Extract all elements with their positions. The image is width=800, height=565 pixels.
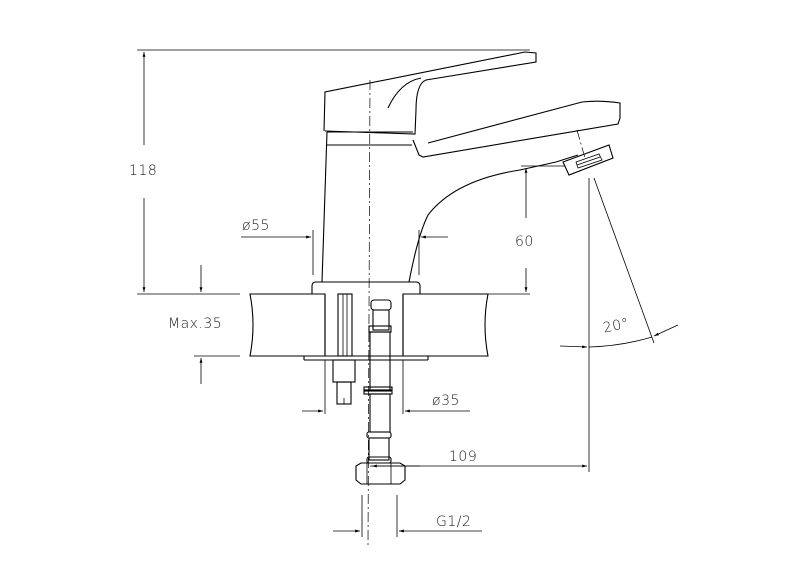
dimension-base-diameter: [241, 230, 448, 275]
label-hole-diameter: ø35: [432, 393, 460, 409]
dimension-spout-clearance: [521, 165, 565, 292]
dimension-spout-reach: [370, 178, 590, 472]
supply-hose: [355, 299, 406, 485]
dimension-spray-angle: [559, 177, 679, 349]
label-spout-clearance: 60: [515, 234, 534, 250]
label-connection-thread: G1/2: [436, 514, 472, 530]
countertop-section: [249, 293, 489, 361]
faucet-body: [311, 51, 621, 546]
dimension-counter-thickness: [194, 265, 240, 384]
dimension-height-118: [137, 49, 530, 295]
label-spout-reach: 109: [449, 449, 478, 465]
label-total-height: 118: [129, 163, 158, 179]
label-base-diameter: ø55: [242, 218, 270, 234]
label-max-thickness: Max.35: [168, 316, 223, 332]
mounting-stud: [332, 293, 356, 405]
dimension-connection-thread: [333, 495, 482, 537]
dimension-hole-diameter: [302, 360, 470, 414]
